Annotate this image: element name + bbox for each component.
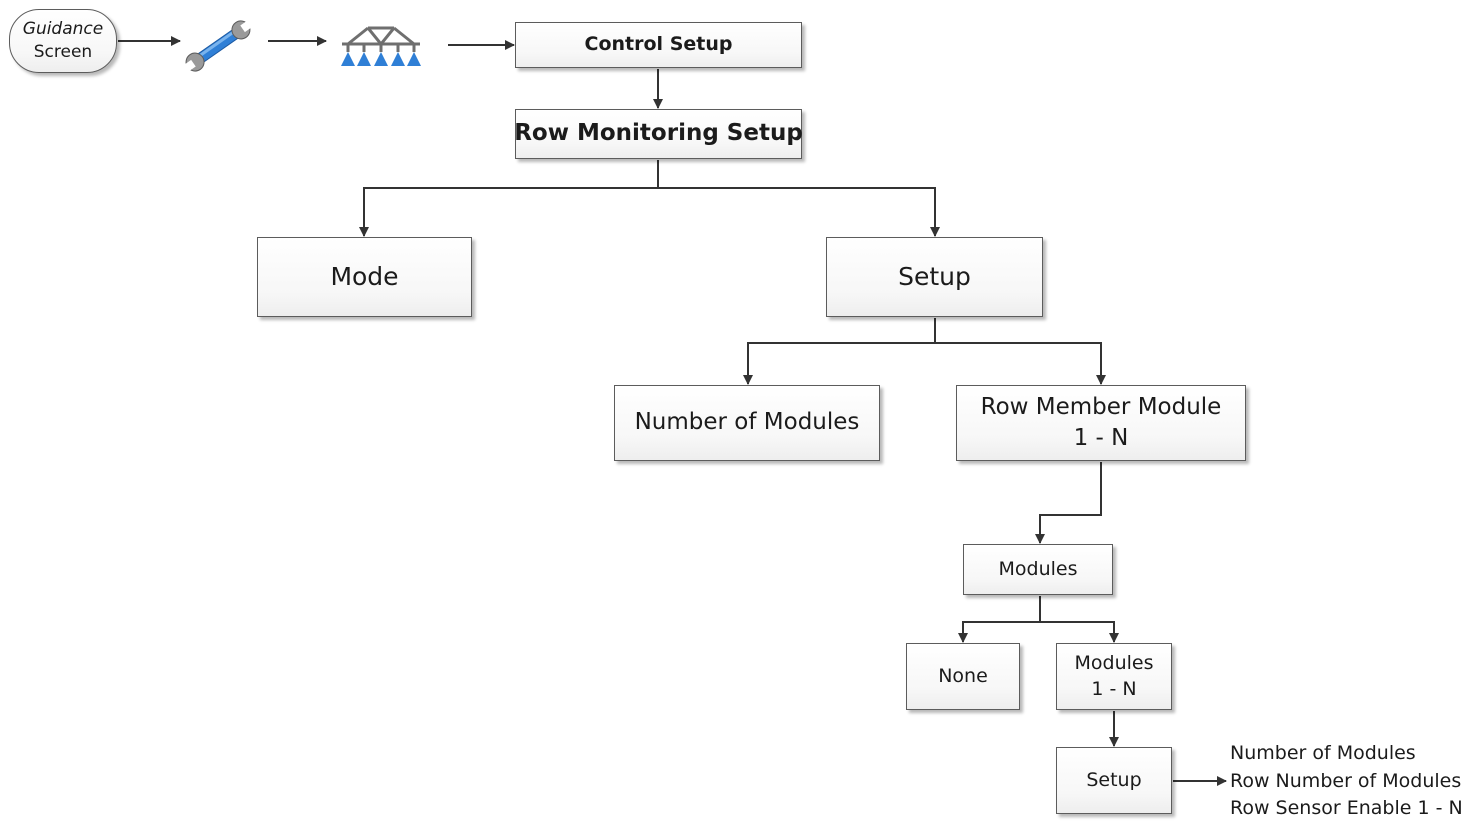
none-label: None — [938, 664, 988, 687]
mode-label: Mode — [330, 262, 399, 292]
modules-setup-node: Setup — [1056, 747, 1172, 814]
setup-item-row-sensor-enable: Row Sensor Enable 1 - N — [1230, 797, 1463, 819]
row-monitoring-setup-node: Row Monitoring Setup — [514, 109, 803, 159]
modules-1-n-line1: Modules — [1074, 651, 1154, 674]
mode-node: Mode — [257, 237, 472, 317]
sprayer-boom-icon — [341, 26, 421, 66]
setup-label: Setup — [898, 262, 971, 292]
modules-1-n-line2: 1 - N — [1091, 677, 1137, 700]
number-of-modules-label: Number of Modules — [634, 409, 860, 436]
modules-node: Modules — [963, 544, 1113, 595]
setup-node: Setup — [826, 237, 1043, 317]
guidance-screen-line2: Screen — [33, 42, 93, 62]
control-setup-node: Control Setup — [515, 22, 802, 68]
number-of-modules-node: Number of Modules — [614, 385, 880, 461]
setup-item-row-number-of-modules: Row Number of Modules — [1230, 769, 1462, 792]
setup-item-number-of-modules: Number of Modules — [1230, 742, 1416, 764]
modules-label: Modules — [998, 557, 1078, 580]
control-setup-label: Control Setup — [584, 33, 733, 56]
guidance-screen-line1: Guidance — [22, 19, 104, 40]
row-member-module-line1: Row Member Module — [980, 393, 1222, 420]
row-monitoring-setup-label: Row Monitoring Setup — [514, 120, 803, 147]
modules-1-n-node: Modules 1 - N — [1056, 643, 1172, 710]
setup-items-list: Number of Modules Row Number of Modules … — [1230, 740, 1463, 823]
modules-setup-label: Setup — [1086, 768, 1142, 791]
row-member-module-node: Row Member Module 1 - N — [956, 385, 1246, 461]
guidance-screen-start: Guidance Screen — [9, 9, 117, 73]
none-node: None — [906, 643, 1020, 710]
row-member-module-line2: 1 - N — [1073, 425, 1129, 451]
wrench-icon — [182, 19, 254, 73]
